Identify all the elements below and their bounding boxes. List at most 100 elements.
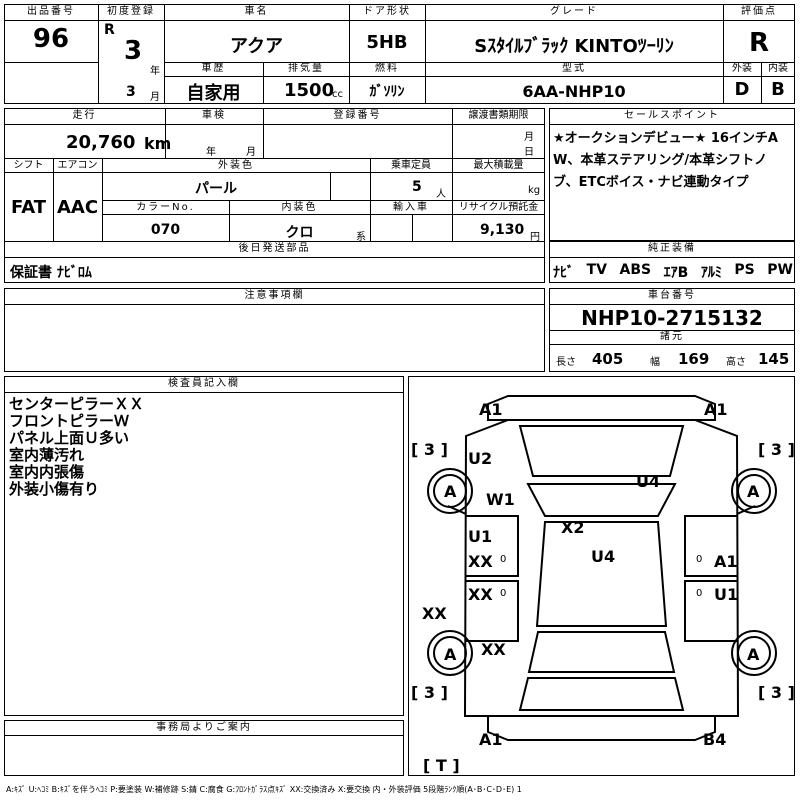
car-diagram-box <box>408 376 795 776</box>
left-rear-door <box>466 580 519 642</box>
tire-fr-tread: [ 3 ] <box>758 440 795 459</box>
notes-label: 注意事項欄 <box>244 290 305 301</box>
ac: AAC <box>56 197 99 218</box>
regno-label: 登録番号 <box>333 110 382 121</box>
mileage-label: 走行 <box>72 110 97 121</box>
inspector-label: 検査員記入欄 <box>168 378 240 389</box>
equipment-item: PS <box>734 262 755 278</box>
inspection-label: 車検 <box>202 110 226 121</box>
colorno-label: カラーNo. <box>136 202 195 213</box>
rear-glass <box>527 631 676 673</box>
fuel: ｶﾞｿﾘﾝ <box>369 84 405 100</box>
lot-label: 出品番号 <box>27 6 75 17</box>
width: 169 <box>678 350 710 368</box>
mileage: 20,760 <box>66 132 136 153</box>
hood <box>518 425 685 477</box>
chassis-label: 車台番号 <box>648 290 696 301</box>
dmg-roof: U4 <box>591 547 616 566</box>
equipment-list: ﾅﾋﾞ TV ABS ｴｱB ｱﾙﾐ PS PW <box>553 262 793 282</box>
model: 6AA-NHP10 <box>522 82 626 101</box>
fuel-label: 燃料 <box>375 63 399 74</box>
month-unit: 月 <box>150 92 160 103</box>
trunk-lid <box>518 677 685 711</box>
capacity-label: 乗車定員 <box>391 160 431 171</box>
year-unit: 年 <box>150 66 160 77</box>
width-label: 幅 <box>650 357 660 368</box>
height-label: 高さ <box>726 357 746 368</box>
dmg-wheel-rl: A <box>444 645 457 664</box>
maxload-unit: kg <box>528 185 541 196</box>
dmg-left-rear-door: XX <box>468 585 493 604</box>
shift-label: シフト <box>13 160 44 171</box>
wheel-fl <box>427 468 473 514</box>
dims-label: 諸元 <box>660 331 684 342</box>
car-name: アクア <box>229 36 284 57</box>
reg-month: 3 <box>126 84 136 100</box>
dmg-left-front-door: U1 <box>468 527 493 546</box>
inspector-line: 室内薄汚れ <box>9 446 85 464</box>
dmg-left-pillar: W1 <box>486 490 515 509</box>
displacement-unit: cc <box>332 89 343 100</box>
spec-block <box>4 108 545 283</box>
intcolor-label: 内装色 <box>281 202 318 213</box>
dmg-left-center-pillar: XX <box>468 552 493 571</box>
tire-rr-tread: [ 3 ] <box>758 683 795 702</box>
door-label: ドア形状 <box>363 6 411 17</box>
body-outline <box>463 419 740 717</box>
inspection-year-unit: 年 <box>206 147 216 158</box>
transfer-day-unit: 日 <box>524 147 534 158</box>
inspection-month-unit: 月 <box>246 147 256 158</box>
equipment-box <box>549 241 795 283</box>
displacement: 1500 <box>284 80 335 101</box>
import-label: 輸入車 <box>393 202 429 213</box>
dmg-rear-left: A1 <box>479 730 503 749</box>
recycle-label: リサイクル預託金 <box>458 202 539 213</box>
inspector-line: 室内内張傷 <box>9 463 85 481</box>
length: 405 <box>592 350 624 368</box>
notes-box <box>4 288 545 372</box>
roof <box>535 521 668 627</box>
trunk-tread: [ T ] <box>423 756 460 775</box>
dmg-windshield: X2 <box>561 518 585 537</box>
transfer-month-unit: 月 <box>524 132 534 143</box>
recycle-unit: 円 <box>530 232 540 243</box>
sales-point-label: セールスポイント <box>624 110 720 121</box>
intcolor-unit: 系 <box>356 232 366 243</box>
equipment-item: PW <box>767 262 793 278</box>
dmg-right-front-door: A1 <box>714 552 738 571</box>
equipment-item: ｱﾙﾐ <box>700 265 722 281</box>
windshield <box>526 483 677 517</box>
front-bumper <box>487 395 716 421</box>
height: 145 <box>758 350 790 368</box>
zero-mark: 0 <box>500 588 507 599</box>
zero-mark: 0 <box>500 554 507 565</box>
capacity: 5 <box>412 179 422 195</box>
exterior-color: パール <box>195 181 237 197</box>
office-label: 事務局よりご案内 <box>156 722 252 733</box>
ac-label: エアコン <box>57 160 98 171</box>
left-front-door <box>466 515 519 577</box>
dmg-wheel-fl: A <box>444 482 457 501</box>
equipment-item: ﾅﾋﾞ <box>553 265 574 281</box>
dmg-front-right: A1 <box>704 400 728 419</box>
maxload-label: 最大積載量 <box>473 160 524 171</box>
displacement-label: 排気量 <box>288 63 324 74</box>
shift: FAT <box>10 197 47 218</box>
history: 自家用 <box>186 83 241 104</box>
interior-grade: B <box>771 79 785 100</box>
car-diagram <box>427 395 777 741</box>
score-label: 評価点 <box>741 6 777 17</box>
era: R <box>104 22 115 38</box>
inspector-line: フロントピラーＷ <box>9 412 130 430</box>
right-rear-door <box>684 580 737 642</box>
equipment-item: TV <box>586 262 607 278</box>
dmg-wheel-rr: A <box>747 645 760 664</box>
inspector-line: パネル上面Ｕ多い <box>9 429 130 447</box>
dmg-front-left: A1 <box>479 400 503 419</box>
grade: Sｽﾀｲﾙﾌﾞﾗｯｸ KINTOﾂｰﾘﾝ <box>474 36 674 57</box>
exterior-label: 外装 <box>732 63 752 74</box>
length-label: 長さ <box>556 357 576 368</box>
later-parts-label: 後日発送部品 <box>238 243 311 254</box>
interior-color: クロ <box>285 225 314 241</box>
tire-fl-tread: [ 3 ] <box>411 440 448 459</box>
